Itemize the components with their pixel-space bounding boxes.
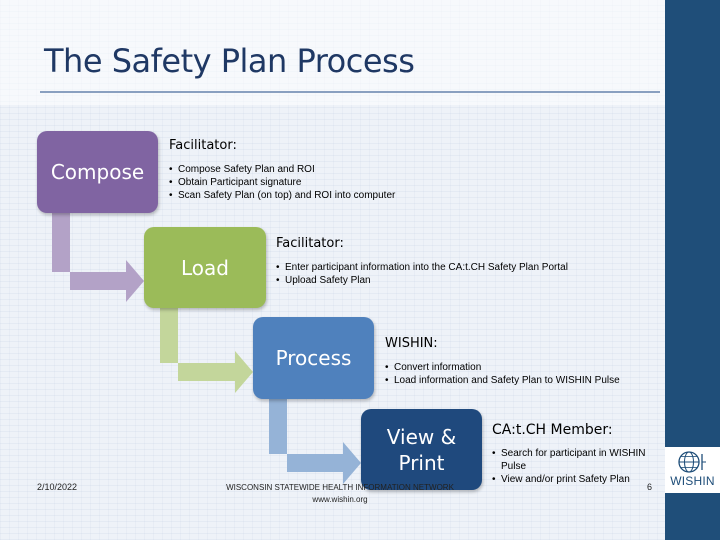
step-box-load: Load (144, 227, 266, 308)
title-underline (40, 91, 660, 93)
page-number: 6 (646, 482, 652, 492)
step-role-heading: CA:t.CH Member: (492, 422, 613, 438)
step-box-label: View & Print (386, 424, 457, 475)
step-box-label: Process (275, 346, 352, 370)
step-bullet-list: Search for participant in WISHIN Pulse V… (492, 447, 657, 486)
step-box-label: Compose (50, 160, 145, 184)
step-bullet-list: Enter participant information into the C… (276, 261, 636, 287)
step-description-load: Facilitator: Enter participant informati… (276, 236, 636, 287)
bullet-item: Search for participant in WISHIN Pulse (492, 447, 657, 473)
bullet-item: Scan Safety Plan (on top) and ROI into c… (169, 189, 479, 202)
step-box-process: Process (253, 317, 374, 399)
step-role-heading: Facilitator: (276, 236, 344, 251)
footer-date: 2/10/2022 (37, 482, 78, 492)
step-box-view-print: View & Print (361, 409, 482, 490)
footer-org-name: WISCONSIN STATEWIDE HEALTH INFORMATION N… (226, 483, 454, 492)
logo-wordmark: WISHIN (670, 474, 715, 488)
arrow-compose-to-load (52, 213, 144, 302)
step-box-compose: Compose (37, 131, 158, 213)
bullet-item: Upload Safety Plan (276, 274, 636, 287)
step-description-process: WISHIN: Convert information Load informa… (385, 336, 655, 387)
bullet-item: Load information and Safety Plan to WISH… (385, 374, 655, 387)
arrow-load-to-process (160, 308, 253, 393)
step-description-view-print: CA:t.CH Member: Search for participant i… (492, 422, 657, 486)
globe-icon (678, 451, 706, 473)
step-bullet-list: Convert information Load information and… (385, 361, 655, 387)
footer-org-url: www.wishin.org (312, 495, 368, 504)
bullet-item: Compose Safety Plan and ROI (169, 163, 479, 176)
footer-organization: WISCONSIN STATEWIDE HEALTH INFORMATION N… (205, 482, 475, 506)
wishin-logo: WISHIN (665, 447, 720, 493)
bullet-item: Obtain Participant signature (169, 176, 479, 189)
step-role-heading: WISHIN: (385, 336, 438, 351)
step-description-compose: Facilitator: Compose Safety Plan and ROI… (169, 138, 479, 202)
title-background (0, 0, 665, 105)
page-title: The Safety Plan Process (44, 42, 415, 80)
arrow-process-to-view (269, 399, 361, 484)
bullet-item: Convert information (385, 361, 655, 374)
step-role-heading: Facilitator: (169, 138, 237, 153)
step-box-label: Load (181, 255, 229, 280)
step-bullet-list: Compose Safety Plan and ROI Obtain Parti… (169, 163, 479, 202)
bullet-item: Enter participant information into the C… (276, 261, 636, 274)
bullet-item: View and/or print Safety Plan (492, 473, 657, 486)
